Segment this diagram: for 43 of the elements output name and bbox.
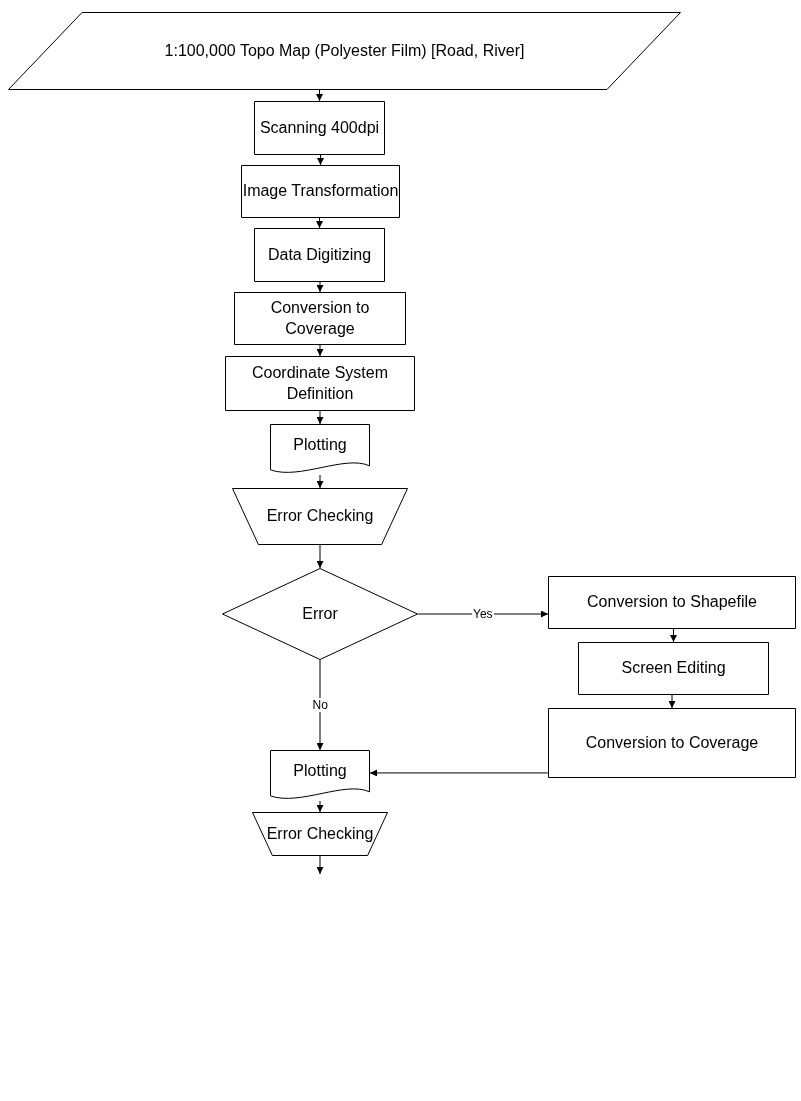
arrow [317,154,324,166]
node-label: Screen Editing [621,658,726,679]
process-box [578,642,769,695]
node-label: Error [302,603,338,624]
arrow [316,659,324,751]
node-label: Conversion to Coverage [269,297,371,339]
edge-label: No [311,698,329,713]
arrow [316,855,324,875]
data-parallelogram [8,12,681,90]
node-label: Error Checking [266,506,374,527]
node-label: Coordinate System Definition [250,362,390,404]
document-shape [270,424,370,475]
arrow [316,344,324,357]
arrow [316,89,323,102]
manual-operation-trapezoid [232,488,408,545]
manual-operation-trapezoid [252,812,388,856]
process-box [254,101,385,155]
node-label: Scanning 400dpi [259,117,380,138]
node-label: Plotting [293,761,347,782]
process-box [254,228,385,282]
process-box [548,576,796,629]
arrow [369,769,549,777]
node-label: 1:100,000 Topo Map (Polyester Film) [Road, River] [164,40,525,61]
node-label: Image Transformation [242,181,399,202]
arrow [316,544,324,569]
decision-diamond [222,568,418,660]
arrow [668,694,676,709]
process-box [234,292,406,345]
arrow [316,410,324,425]
arrow [670,628,677,643]
arrow [316,800,324,813]
node-label: Conversion to Coverage [585,732,759,753]
node-label: Plotting [293,435,347,456]
arrow [316,281,324,293]
node-label: Data Digitizing [267,244,372,265]
process-box [548,708,796,778]
node-label: Error Checking [266,823,374,844]
document-shape [270,750,370,801]
arrow [316,217,323,229]
node-label: Conversion to Shapefile [587,592,757,613]
process-box [241,165,400,218]
process-box [225,356,415,411]
arrow [316,474,324,489]
